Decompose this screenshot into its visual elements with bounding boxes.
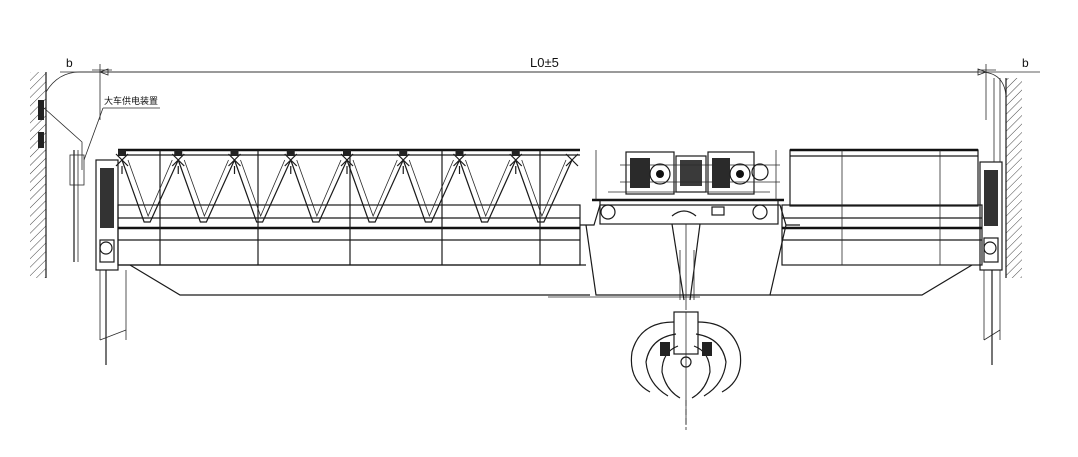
- trolley-mechanism-icon: [620, 151, 780, 195]
- truss-1: [115, 150, 179, 223]
- right-dim-label: b: [1022, 56, 1029, 70]
- truss-8: [509, 150, 573, 223]
- truss-4: [284, 150, 348, 223]
- main-girder: [117, 148, 983, 298]
- span-dimension: L0±5 b b: [60, 55, 1040, 120]
- clearance-outline: [45, 71, 1007, 97]
- truss-3: [228, 150, 292, 223]
- left-end-truck: [95, 159, 127, 365]
- trolley: [580, 150, 800, 296]
- truss-end-hanger: [565, 153, 579, 167]
- hoist-ropes: [671, 223, 701, 310]
- grab-bucket-icon: [630, 311, 742, 425]
- power-supply-callout: 大车供电装置: [83, 95, 160, 161]
- truss-6: [396, 150, 461, 223]
- left-dim-label: b: [66, 56, 73, 70]
- left-collector: [38, 100, 85, 262]
- left-wall: [30, 72, 47, 278]
- truss-7: [453, 150, 517, 223]
- truss-5: [340, 150, 404, 223]
- truss-2: [171, 150, 236, 223]
- festoon-cable: [115, 150, 579, 223]
- right-wall: [1005, 78, 1022, 278]
- span-label: L0±5: [530, 55, 559, 70]
- callout-label: 大车供电装置: [104, 95, 158, 106]
- right-end-truck: [979, 78, 1003, 365]
